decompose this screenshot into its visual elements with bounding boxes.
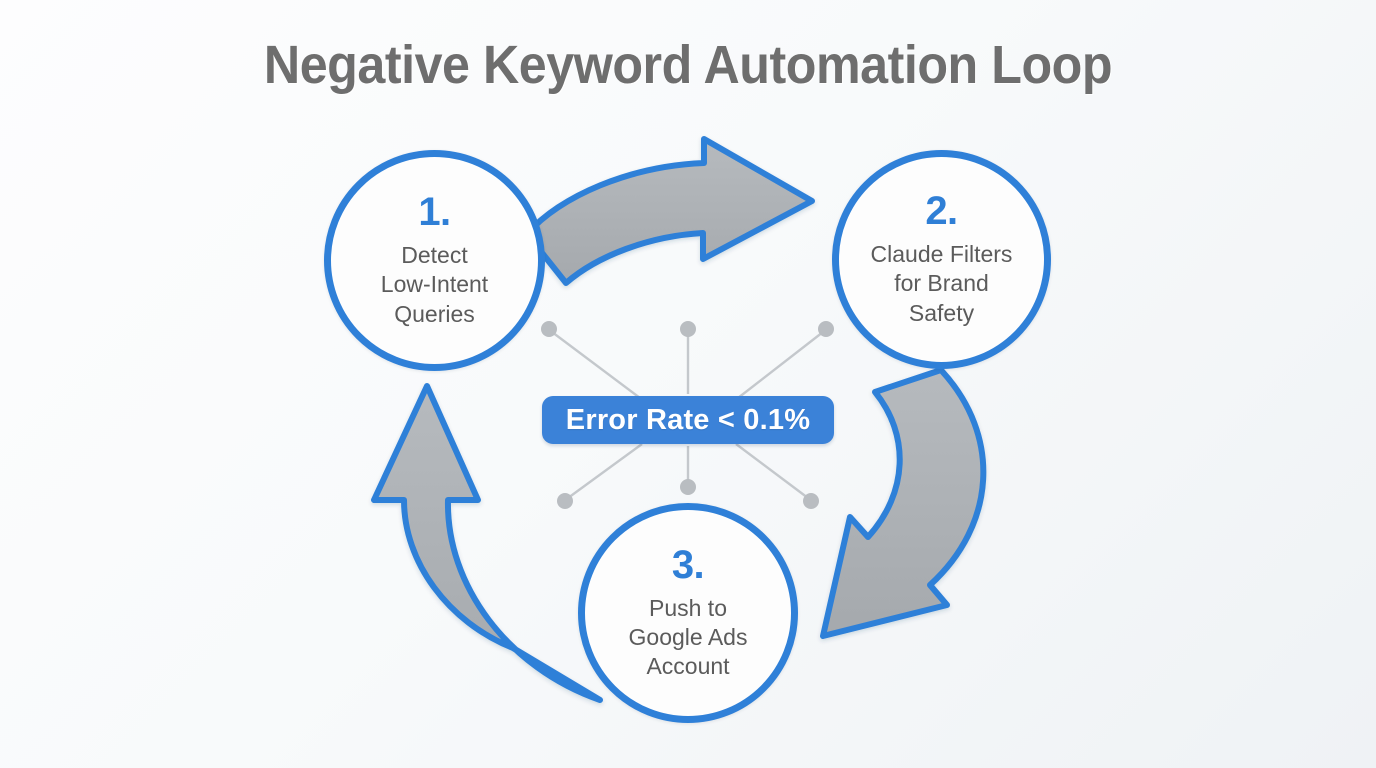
error-rate-badge: Error Rate < 0.1% <box>542 396 834 444</box>
arrow-step2-to-step3 <box>820 367 987 639</box>
page-title: Negative Keyword Automation Loop <box>263 35 1113 95</box>
arrow-step3-to-step1 <box>371 383 603 703</box>
step-number: 1. <box>418 190 451 235</box>
error-rate-badge-label: Error Rate < 0.1% <box>565 403 811 436</box>
step-number: 3. <box>671 542 705 587</box>
step-label: Detect Low-Intent Queries <box>380 242 489 327</box>
step-node-detect-low-intent-queries[interactable]: 1. Detect Low-Intent Queries <box>324 150 545 371</box>
step-label: Push to Google Ads Account <box>628 594 748 680</box>
step-node-claude-filters-brand-safety[interactable]: 2. Claude Filters for Brand Safety <box>832 150 1051 369</box>
step-label: Claude Filters for Brand Safety <box>870 241 1013 326</box>
step-node-push-to-google-ads-account[interactable]: 3. Push to Google Ads Account <box>578 503 798 723</box>
arrow-step1-to-step2 <box>524 136 815 286</box>
center-connector-lines <box>551 331 824 499</box>
step-number: 2. <box>925 189 958 234</box>
center-connector-dots <box>541 321 834 509</box>
